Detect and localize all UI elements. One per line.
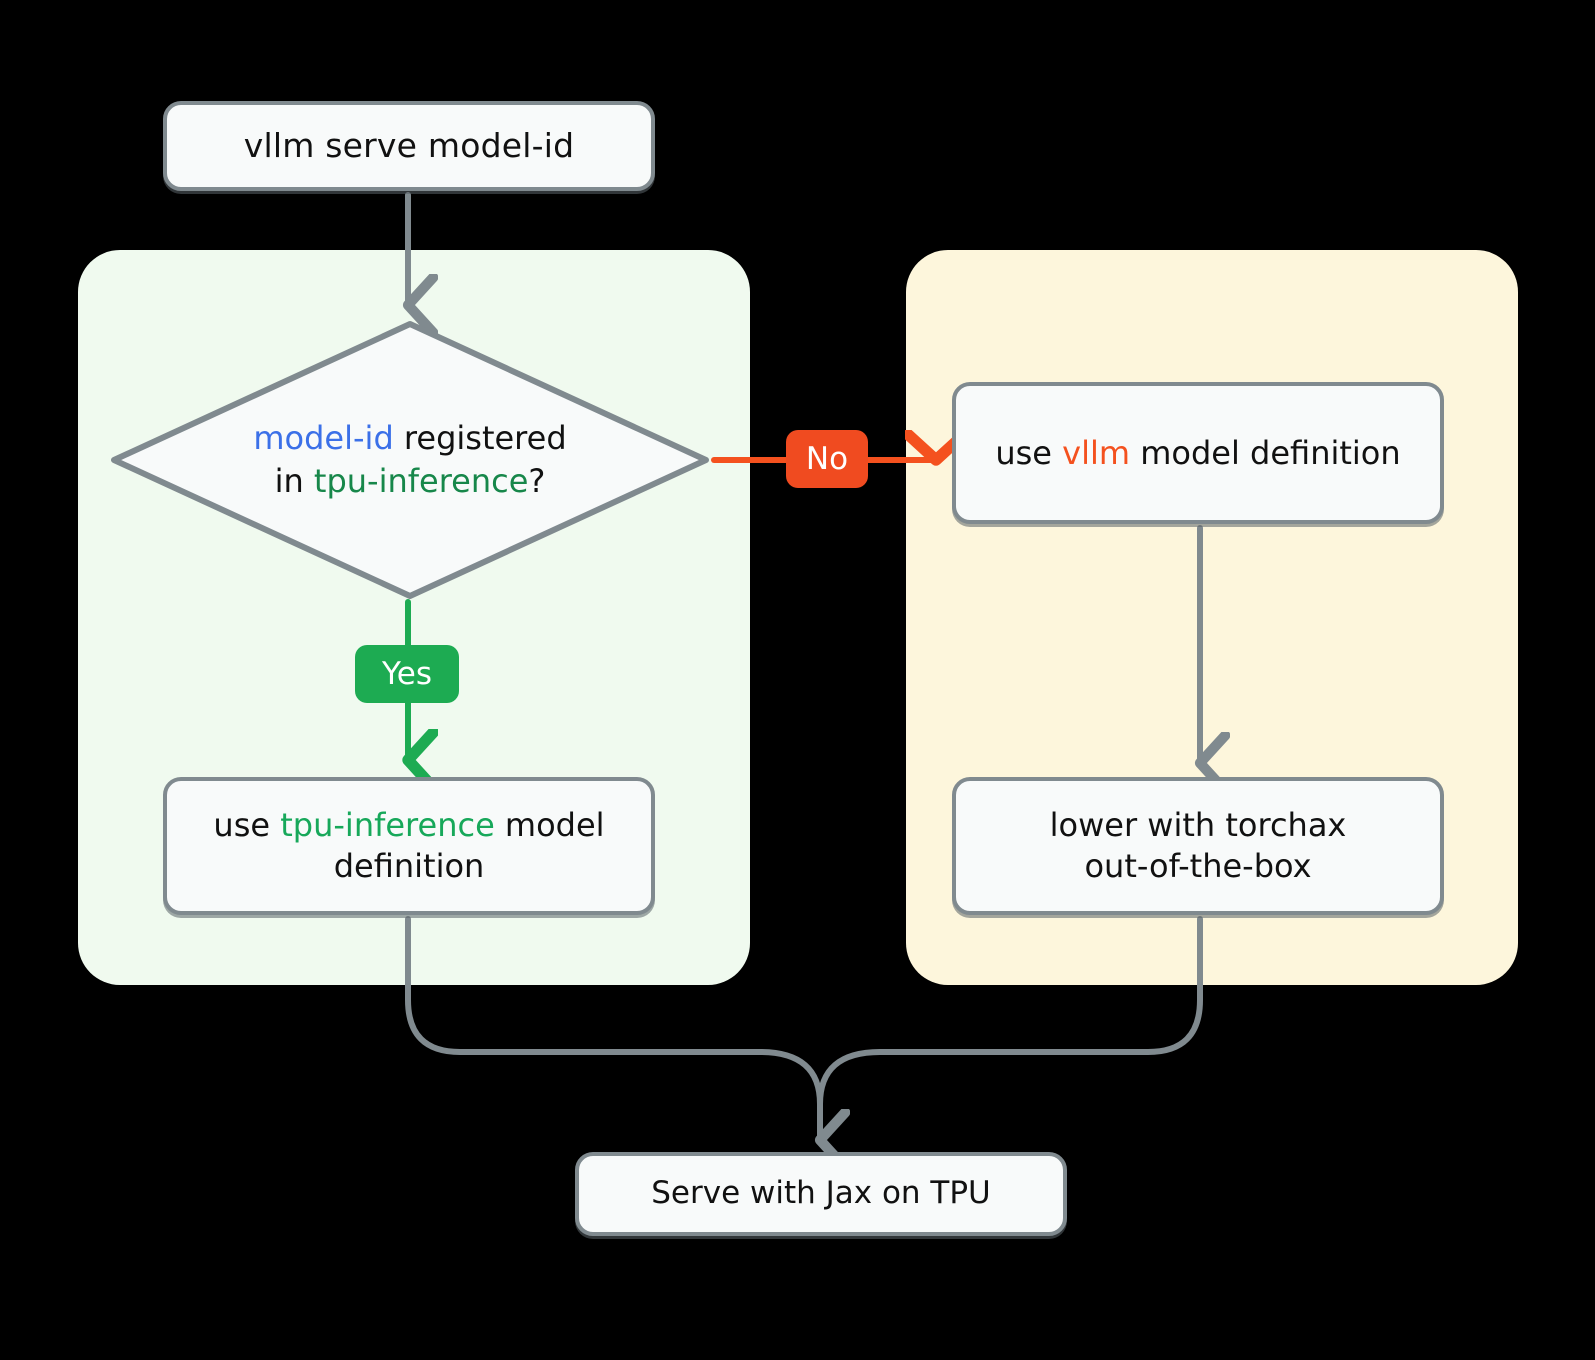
left-result-suffix: model definition (333, 806, 605, 885)
node-end-label: Serve with Jax on TPU (651, 1175, 991, 1212)
node-start-label: vllm serve model-id (243, 125, 575, 165)
node-right-top-label: use vllm model definition (995, 433, 1400, 474)
node-decision-label: model-id registered in tpu-inference? (108, 318, 712, 602)
edge-label-yes-text: Yes (381, 656, 433, 692)
token-tpu-inference: tpu-inference (280, 806, 495, 845)
left-result-prefix: use (213, 806, 281, 845)
node-left-result-label: use tpu-inference model definition (189, 805, 629, 887)
decision-line1-rest: registered (393, 418, 567, 457)
token-vllm: vllm (1062, 433, 1131, 472)
token-model-id: model-id (253, 418, 394, 457)
edge-label-no-text: No (805, 441, 849, 477)
diamond-shape (111, 321, 709, 599)
node-decision[interactable]: model-id registered in tpu-inference? (108, 318, 712, 602)
node-serve-with-jax-on-tpu[interactable]: Serve with Jax on TPU (575, 1152, 1067, 1236)
node-start[interactable]: vllm serve model-id (163, 101, 655, 191)
right-top-suffix: model definition (1130, 433, 1401, 472)
decision-line2-suffix: ? (528, 462, 546, 500)
right-bottom-line2: out-of-the-box (1084, 847, 1312, 885)
edge-label-no: No (786, 430, 868, 488)
right-top-prefix: use (995, 433, 1063, 472)
right-bottom-line1: lower with torchax (1049, 806, 1347, 845)
node-use-vllm-model-definition[interactable]: use vllm model definition (952, 382, 1444, 524)
token-tpu-inference: tpu-inference (313, 462, 529, 500)
node-use-tpu-inference-model-definition[interactable]: use tpu-inference model definition (163, 777, 655, 915)
decision-line2-prefix: in (274, 462, 314, 500)
edge-label-yes: Yes (355, 645, 459, 703)
